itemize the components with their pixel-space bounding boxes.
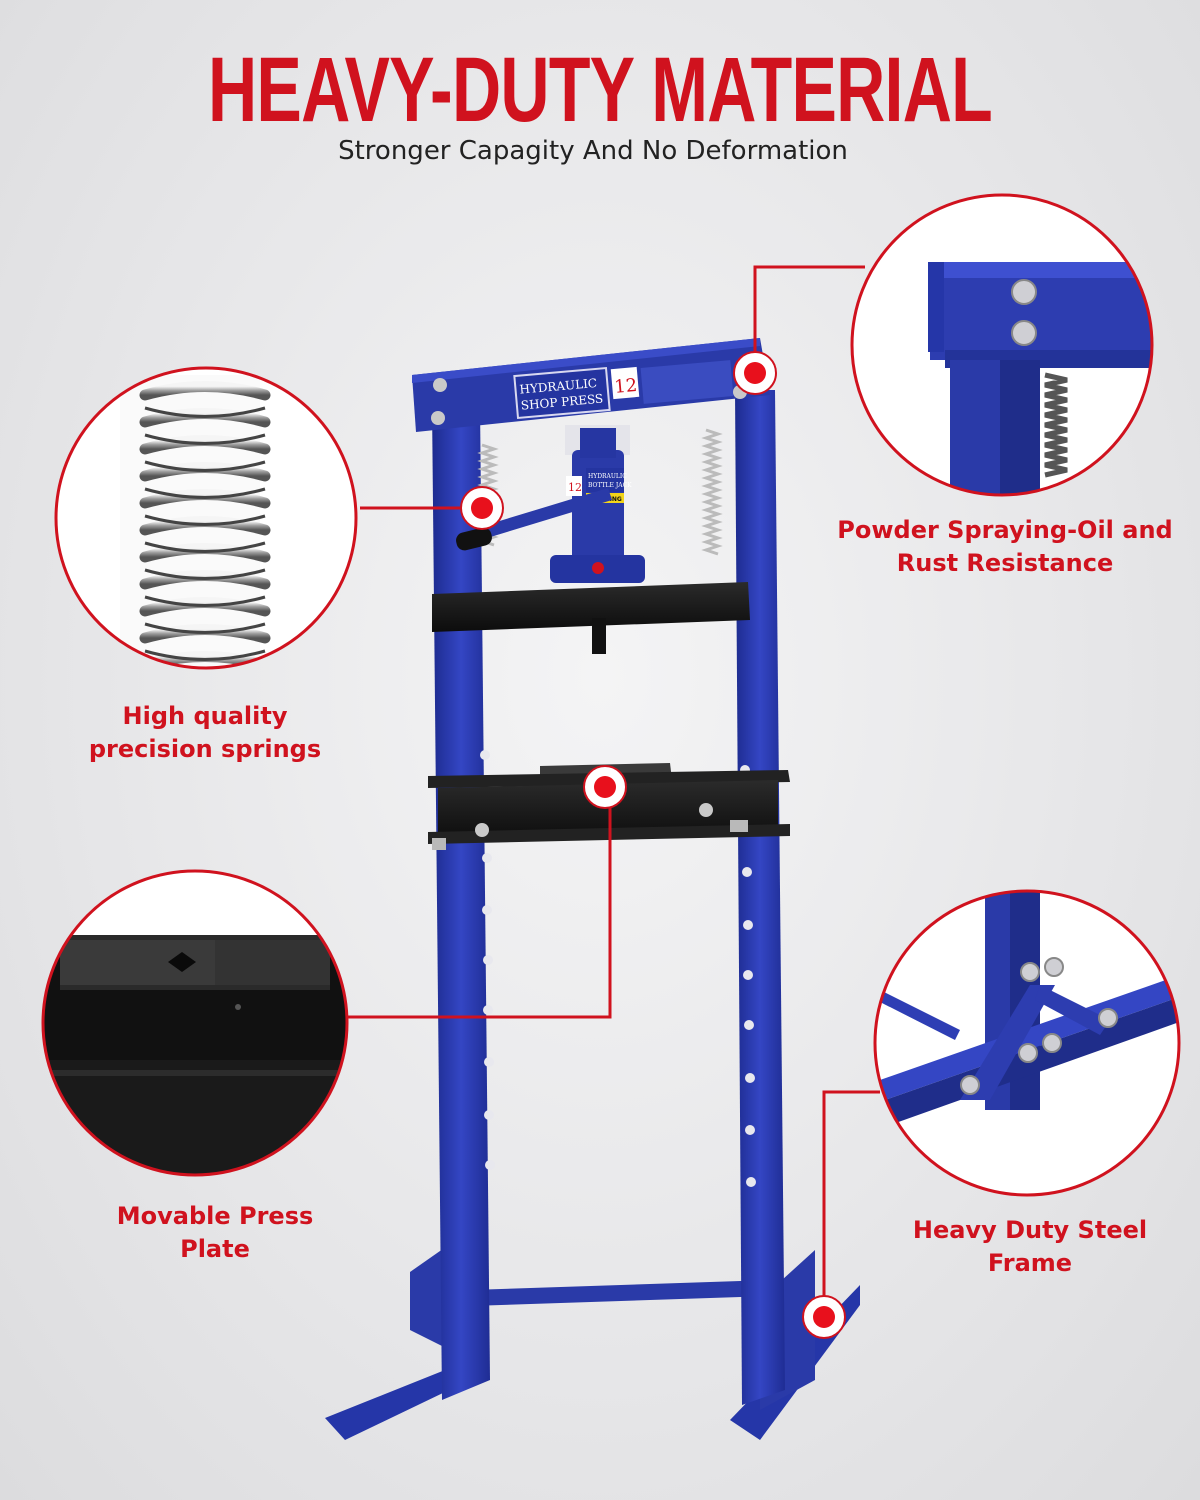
press-label-line1: HYDRAULIC [519, 376, 598, 397]
caption-frame: Heavy Duty Steel Frame [880, 1214, 1180, 1280]
caption-springs-line1: High quality [122, 702, 288, 730]
left-upright [432, 405, 490, 1400]
caption-plate-line2: Plate [180, 1235, 250, 1263]
callout-dots [460, 351, 846, 1339]
caption-springs: High quality precision springs [60, 700, 350, 766]
press-capacity: 12 [613, 375, 638, 398]
detail-circle-plate [41, 869, 349, 1177]
right-upright [735, 390, 785, 1405]
caption-frame-line1: Heavy Duty Steel [912, 1216, 1148, 1244]
jack-label-line1: HYDRAULIC [588, 473, 627, 480]
dot-springs [460, 486, 504, 530]
caption-plate-line1: Movable Press [116, 1202, 314, 1230]
press-spring-right [701, 428, 723, 556]
jack-handle [470, 488, 612, 542]
caption-springs-line2: precision springs [88, 735, 322, 763]
upper-press-beam [432, 582, 750, 632]
bottom-crossbar [470, 1280, 770, 1306]
caption-plate: Movable Press Plate [70, 1200, 360, 1266]
hydraulic-press: HYDRAULIC SHOP PRESS 12 12 HYDRAULIC BOT… [325, 338, 860, 1440]
subheadline: Stronger Capagity And No Deformation [338, 136, 848, 166]
caption-coating-line2: Rust Resistance [896, 549, 1114, 577]
caption-coating-line1: Powder Spraying-Oil and [837, 516, 1173, 544]
detail-circle-frame [873, 889, 1181, 1197]
dot-frame [802, 1295, 846, 1339]
dot-coating [733, 351, 777, 395]
bottle-jack: 12 HYDRAULIC BOTTLE JACK WARNING [550, 425, 645, 583]
detail-circle-springs [54, 366, 358, 670]
detail-circle-coating [850, 193, 1154, 497]
left-foot [325, 1360, 470, 1440]
jack-label-line2: BOTTLE JACK [588, 482, 632, 489]
caption-coating: Powder Spraying-Oil and Rust Resistance [820, 514, 1190, 580]
jack-capacity: 12 [568, 481, 582, 494]
dot-plate [583, 765, 627, 809]
caption-frame-line2: Frame [987, 1249, 1073, 1277]
headline: HEAVY-DUTY MATERIAL [207, 39, 993, 141]
